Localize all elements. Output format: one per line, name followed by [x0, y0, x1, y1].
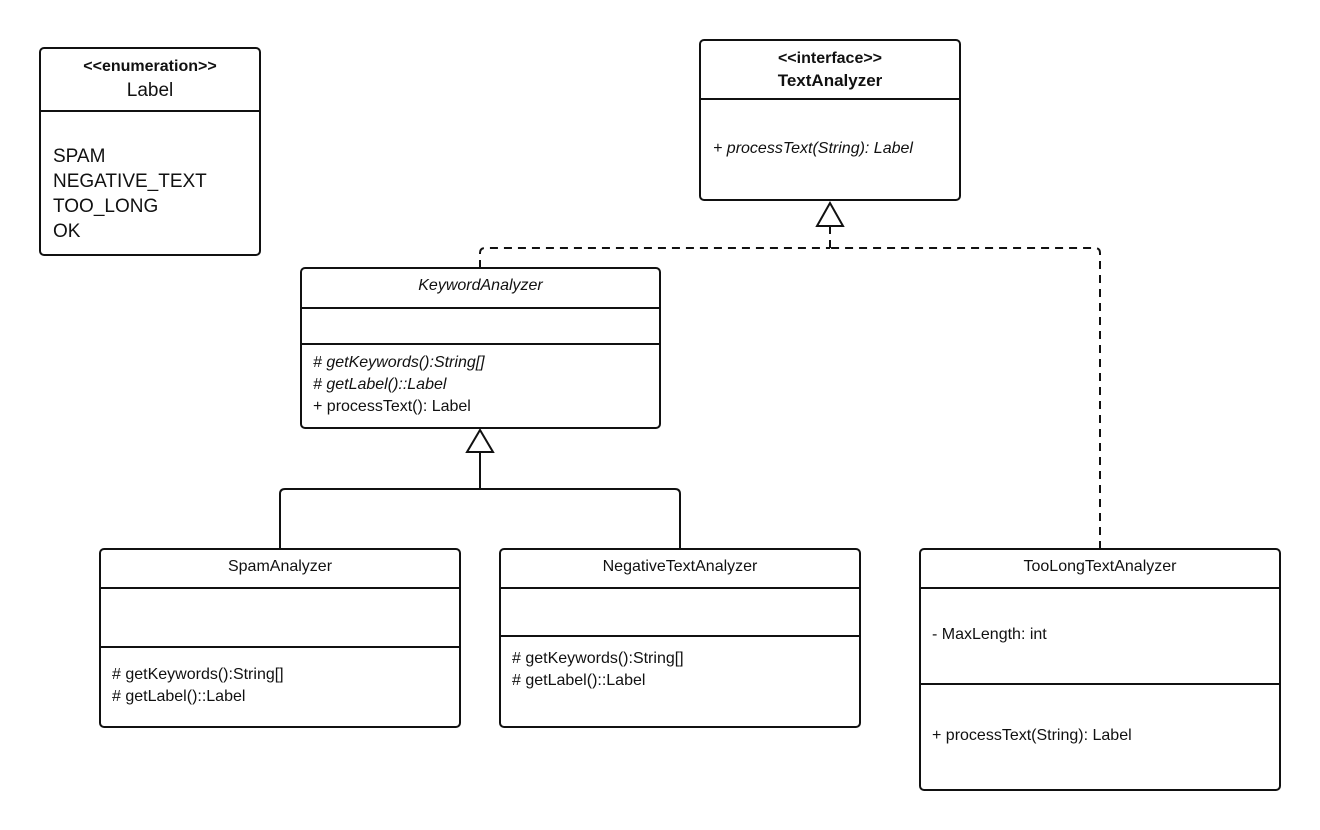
realization-keyword-to-interface	[479, 247, 830, 268]
enum-value: SPAM	[53, 146, 106, 167]
operation: # getLabel()::Label	[512, 672, 646, 689]
realization-edges	[479, 226, 1101, 549]
operation: # getKeywords():String[]	[512, 650, 684, 667]
generalization-arrowhead	[465, 428, 495, 453]
enum-value: OK	[53, 221, 81, 242]
keyword-analyzer-box[interactable]: KeywordAnalyzer # getKeywords():String[]…	[300, 267, 661, 429]
class-attr-divider	[302, 343, 659, 345]
class-name-divider	[302, 307, 659, 309]
interface-name: TextAnalyzer	[777, 71, 883, 90]
enum-stereotype: <<enumeration>>	[83, 58, 217, 75]
enum-name: Label	[126, 80, 174, 101]
generalization-negative-to-keyword	[480, 488, 681, 549]
operation: + processText(): Label	[313, 398, 471, 415]
operation: + processText(String): Label	[932, 727, 1132, 744]
class-attr-divider	[501, 635, 859, 637]
interface-divider	[701, 98, 959, 100]
class-name: NegativeTextAnalyzer	[602, 558, 758, 575]
generalization-edges	[279, 452, 681, 549]
class-name: KeywordAnalyzer	[418, 277, 543, 294]
enum-value: NEGATIVE_TEXT	[53, 171, 207, 192]
interface-stereotype: <<interface>>	[777, 50, 883, 67]
class-name: TooLongTextAnalyzer	[1023, 558, 1177, 575]
operation: # getLabel()::Label	[313, 376, 447, 393]
text-analyzer-interface-box[interactable]: <<interface>> TextAnalyzer + processText…	[699, 39, 961, 201]
realization-arrowhead	[815, 200, 845, 227]
interface-operation: + processText(String): Label	[713, 140, 913, 157]
operation: # getKeywords():String[]	[112, 666, 284, 683]
class-attr-divider	[101, 646, 459, 648]
enum-value: TOO_LONG	[53, 196, 159, 217]
realization-toolong-to-interface	[830, 247, 1101, 549]
class-name-divider	[501, 587, 859, 589]
spam-analyzer-box[interactable]: SpamAnalyzer # getKeywords():String[] # …	[99, 548, 461, 728]
enum-divider	[41, 110, 259, 112]
negative-text-analyzer-box[interactable]: NegativeTextAnalyzer # getKeywords():Str…	[499, 548, 861, 728]
operation: # getKeywords():String[]	[313, 354, 485, 371]
class-name: SpamAnalyzer	[227, 558, 333, 575]
class-name-divider	[921, 587, 1279, 589]
attribute: - MaxLength: int	[932, 626, 1047, 643]
label-enumeration-box[interactable]: <<enumeration>> Label SPAM NEGATIVE_TEXT…	[39, 47, 261, 256]
operation: # getLabel()::Label	[112, 688, 246, 705]
generalization-spam-to-keyword	[279, 488, 480, 549]
class-attr-divider	[921, 683, 1279, 685]
too-long-text-analyzer-box[interactable]: TooLongTextAnalyzer - MaxLength: int + p…	[919, 548, 1281, 791]
class-name-divider	[101, 587, 459, 589]
